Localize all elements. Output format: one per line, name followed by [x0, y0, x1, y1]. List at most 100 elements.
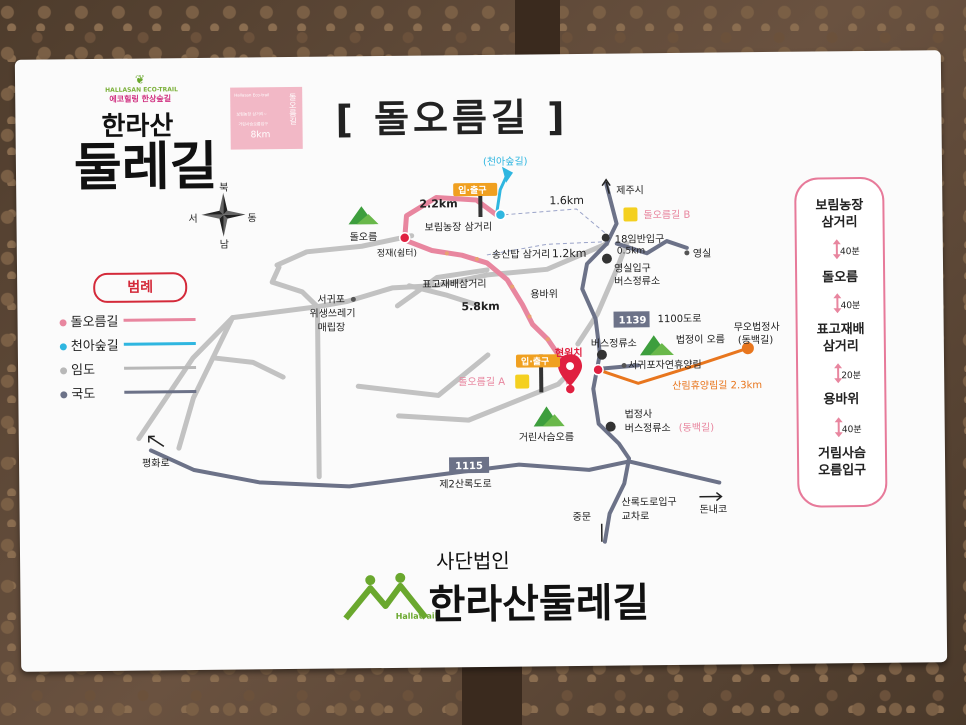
- course-arrow-icon: [833, 293, 842, 314]
- label-songsintap: 송신탑 삼거리: [492, 248, 551, 261]
- course-time-1: 40분: [839, 247, 860, 258]
- label-dist-16: 1.6km: [549, 194, 584, 207]
- label-muobeop2: (동백길): [738, 333, 774, 346]
- beopjeong-dot: [621, 363, 627, 369]
- mountain-icon-beopjeong: [639, 335, 674, 356]
- label-entry-top: 입·출구: [458, 184, 486, 196]
- legend-dot-icon: [59, 343, 67, 351]
- label-borim: 보림농장 삼거리: [425, 221, 493, 234]
- label-yeongsil-bus1: 영실입구: [614, 261, 651, 274]
- label-doloreum: 돌오름: [350, 231, 378, 243]
- legend-title: 범례: [93, 272, 188, 304]
- label-forest-road: 산림휴양림길 2.3km: [672, 378, 762, 392]
- yeongsil-dot: [684, 250, 690, 256]
- jeongjae-marker: [398, 232, 411, 244]
- label-pyogo: 표고재배삼거리: [422, 278, 487, 291]
- label-seogwipo2: 위생쓰레기: [309, 306, 355, 319]
- entry-sign-top: [453, 182, 498, 218]
- label-seogwipo3: 매립장: [318, 320, 346, 333]
- label-dist-22: 2.2km: [419, 197, 457, 210]
- label-entry-mid: 입·출구: [521, 355, 549, 367]
- label-dist-58: 5.8km: [461, 300, 499, 313]
- label-dongbaek: (동백길): [679, 421, 715, 434]
- label-sanrok2: 교차로: [622, 510, 650, 522]
- legend-item-imdo: 임도: [60, 359, 95, 378]
- label-muobeop1: 무오법정사: [734, 321, 780, 333]
- label-donnaeko: 돈내코: [700, 503, 728, 515]
- sign-post-top: [515, 0, 560, 58]
- label-dist-05: 0.5km: [617, 246, 645, 256]
- label-jeongjae: 정재(쉼터): [377, 248, 417, 259]
- compass-east: 동: [247, 212, 256, 224]
- route-a-box-icon: [515, 374, 530, 389]
- label-road18: 18임반입구: [615, 232, 665, 246]
- label-road1139: 1139: [619, 315, 647, 326]
- label-bus-stop: 버스정류소: [591, 337, 637, 349]
- course-stop-4: 용바위: [823, 392, 860, 408]
- label-road1100: 1100도로: [658, 314, 702, 325]
- trail-sign-board: ❦ HALLASAN ECO-TRAIL 에코힐링 한상숲길 한라산 둘레길 H…: [14, 50, 948, 672]
- legend-item-dolorum: 돌오름길: [59, 311, 118, 331]
- course-time-3: 20분: [841, 371, 862, 382]
- label-current: 현위치: [555, 346, 583, 359]
- forest-rec-road: [597, 346, 749, 385]
- label-sanrok1: 산록도로입구: [621, 495, 676, 509]
- seogwipo-dot: [350, 296, 356, 302]
- bus-icons: [596, 233, 616, 432]
- label-dolo-a: 돌오름길 A: [458, 375, 505, 388]
- compass-rose-icon: [201, 192, 246, 237]
- course-arrow-icon: [832, 239, 841, 260]
- trail-map: 북 남 동 서 (천아숲길) 입·출구 2.2km 1.6km 보림농장 삼거리…: [136, 155, 780, 544]
- footer-big: 한라산둘레길: [428, 579, 650, 629]
- label-yongbawi: 용바위: [530, 287, 558, 300]
- entry-sign-mid: [515, 354, 561, 393]
- mountain-icon-dolorum: [348, 206, 379, 225]
- label-road1115: 1115: [455, 461, 483, 472]
- forest-roads: [136, 233, 630, 480]
- legend-dot-icon: [60, 391, 68, 399]
- road-1139-box: [613, 311, 650, 328]
- legend-item-cheona: 천아숲길: [59, 335, 119, 355]
- dolorum-trail-line: [404, 238, 573, 392]
- dolorum-trail-north: [402, 194, 499, 242]
- label-jejusi: 제주시: [616, 184, 644, 196]
- label-yeongsil: 영실: [693, 248, 712, 260]
- label-dist-12: 1.2km: [552, 247, 587, 260]
- label-yeongsil-bus2: 버스정류소: [614, 275, 660, 287]
- borim-marker: [494, 209, 507, 221]
- label-jungmun: 중문: [573, 511, 592, 523]
- road-1115-box: [449, 456, 490, 474]
- label-dolo-b: 돌오름길 B: [643, 208, 690, 221]
- legend-item-gukdo: 국도: [60, 383, 95, 402]
- label-georin: 거린사슴오름: [519, 431, 574, 444]
- course-stop-2: 돌오름: [822, 270, 859, 286]
- cheona-arrow-icon: [501, 166, 514, 183]
- label-beopjeongsa1: 법정사: [625, 408, 653, 420]
- footer-organization: 사단법인 한라산둘레길: [428, 543, 650, 630]
- hallatrail-logo-icon: [343, 572, 429, 621]
- label-pyeonghwa: 평화로: [142, 457, 170, 469]
- course-time-4: 40분: [841, 425, 862, 436]
- label-road2: 제2산록도로: [439, 478, 491, 491]
- current-location-pin-icon: [558, 354, 583, 387]
- muobeop-marker: [741, 342, 754, 355]
- mountain-icon-georin: [533, 406, 565, 427]
- label-seogwipo1: 서귀포: [317, 293, 345, 305]
- label-beopjeong-oreum: 법정이 오름: [676, 333, 725, 346]
- course-time-2: 40분: [840, 301, 861, 312]
- course-arrow-icon: [834, 417, 843, 438]
- legend-dot-icon: [60, 367, 68, 375]
- compass-south: 남: [220, 239, 229, 251]
- label-beopjeongsa2: 버스정류소: [625, 422, 671, 434]
- recreation-marker: [592, 364, 604, 376]
- route-b-box-icon: [623, 207, 638, 222]
- compass-north: 북: [219, 182, 228, 194]
- dashed-connectors: [486, 208, 613, 256]
- legend-dot-icon: [59, 319, 67, 327]
- course-arrow-icon: [834, 363, 843, 384]
- direction-arrows: [148, 178, 723, 542]
